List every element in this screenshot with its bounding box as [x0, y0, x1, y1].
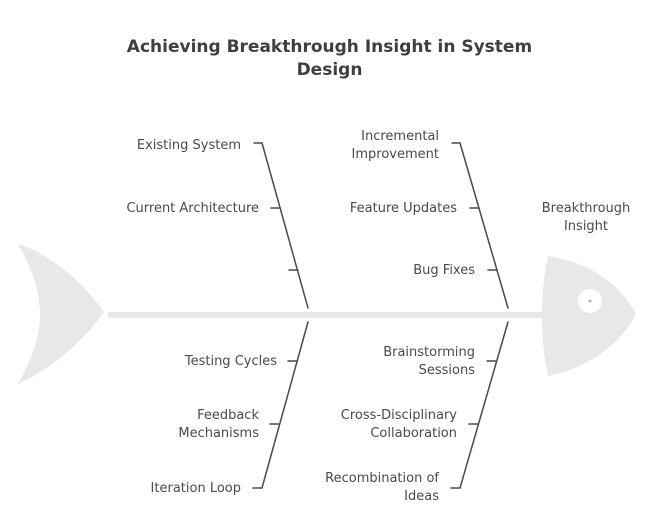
effect-line2: Insight: [563, 219, 609, 234]
cause-incremental-improvement-line1: Incremental: [361, 129, 439, 144]
cause-bug-fixes: Bug Fixes: [413, 262, 475, 280]
cause-testing-cycles-text: Testing Cycles: [184, 354, 277, 369]
bone-lower-left: [261, 321, 309, 489]
cause-cross-disciplinary-line2: Collaboration: [370, 426, 457, 441]
cause-feedback-mechanisms-line2: Mechanisms: [178, 426, 259, 441]
cause-cross-disciplinary-line1: Cross-Disciplinary: [340, 408, 457, 423]
cause-incremental-improvement-line2: Improvement: [351, 147, 439, 162]
diagram-title-line1: Achieving Breakthrough Insight in System: [126, 37, 533, 57]
cause-incremental-improvement: Incremental Improvement: [352, 128, 439, 164]
cause-brainstorming-sessions: Brainstorming Sessions: [383, 344, 475, 380]
cause-testing-cycles: Testing Cycles: [185, 353, 277, 371]
fish-eye-pupil: [588, 299, 592, 303]
cause-existing-system-text: Existing System: [136, 138, 241, 153]
cause-current-architecture: Current Architecture: [126, 200, 259, 218]
cause-recombination-line2: Ideas: [404, 489, 439, 504]
cause-feature-updates-text: Feature Updates: [349, 201, 457, 216]
cause-cross-disciplinary-collaboration: Cross-Disciplinary Collaboration: [341, 407, 457, 443]
effect-breakthrough-insight: Breakthrough Insight: [530, 200, 642, 236]
cause-recombination-of-ideas: Recombination of Ideas: [325, 470, 439, 506]
bone-upper-left: [261, 142, 309, 309]
bone-upper-right: [459, 142, 509, 309]
cause-feature-updates: Feature Updates: [350, 200, 457, 218]
diagram-title: Achieving Breakthrough Insight in System…: [0, 36, 659, 82]
cause-feedback-mechanisms: Feedback Mechanisms: [178, 407, 259, 443]
diagram-title-line2: Design: [296, 60, 363, 80]
fish-head: [542, 256, 636, 376]
effect-line1: Breakthrough: [541, 201, 631, 216]
bone-lower-right: [459, 321, 509, 489]
fish-tail: [18, 244, 104, 384]
cause-bug-fixes-text: Bug Fixes: [413, 263, 475, 278]
cause-feedback-mechanisms-line1: Feedback: [197, 408, 259, 423]
cause-iteration-loop: Iteration Loop: [151, 480, 241, 498]
cause-existing-system: Existing System: [137, 137, 241, 155]
cause-brainstorming-sessions-line1: Brainstorming: [383, 345, 475, 360]
cause-recombination-line1: Recombination of: [325, 471, 439, 486]
fish-spine: [108, 312, 544, 318]
cause-iteration-loop-text: Iteration Loop: [150, 481, 241, 496]
cause-brainstorming-sessions-line2: Sessions: [418, 363, 475, 378]
cause-current-architecture-text: Current Architecture: [126, 201, 259, 216]
